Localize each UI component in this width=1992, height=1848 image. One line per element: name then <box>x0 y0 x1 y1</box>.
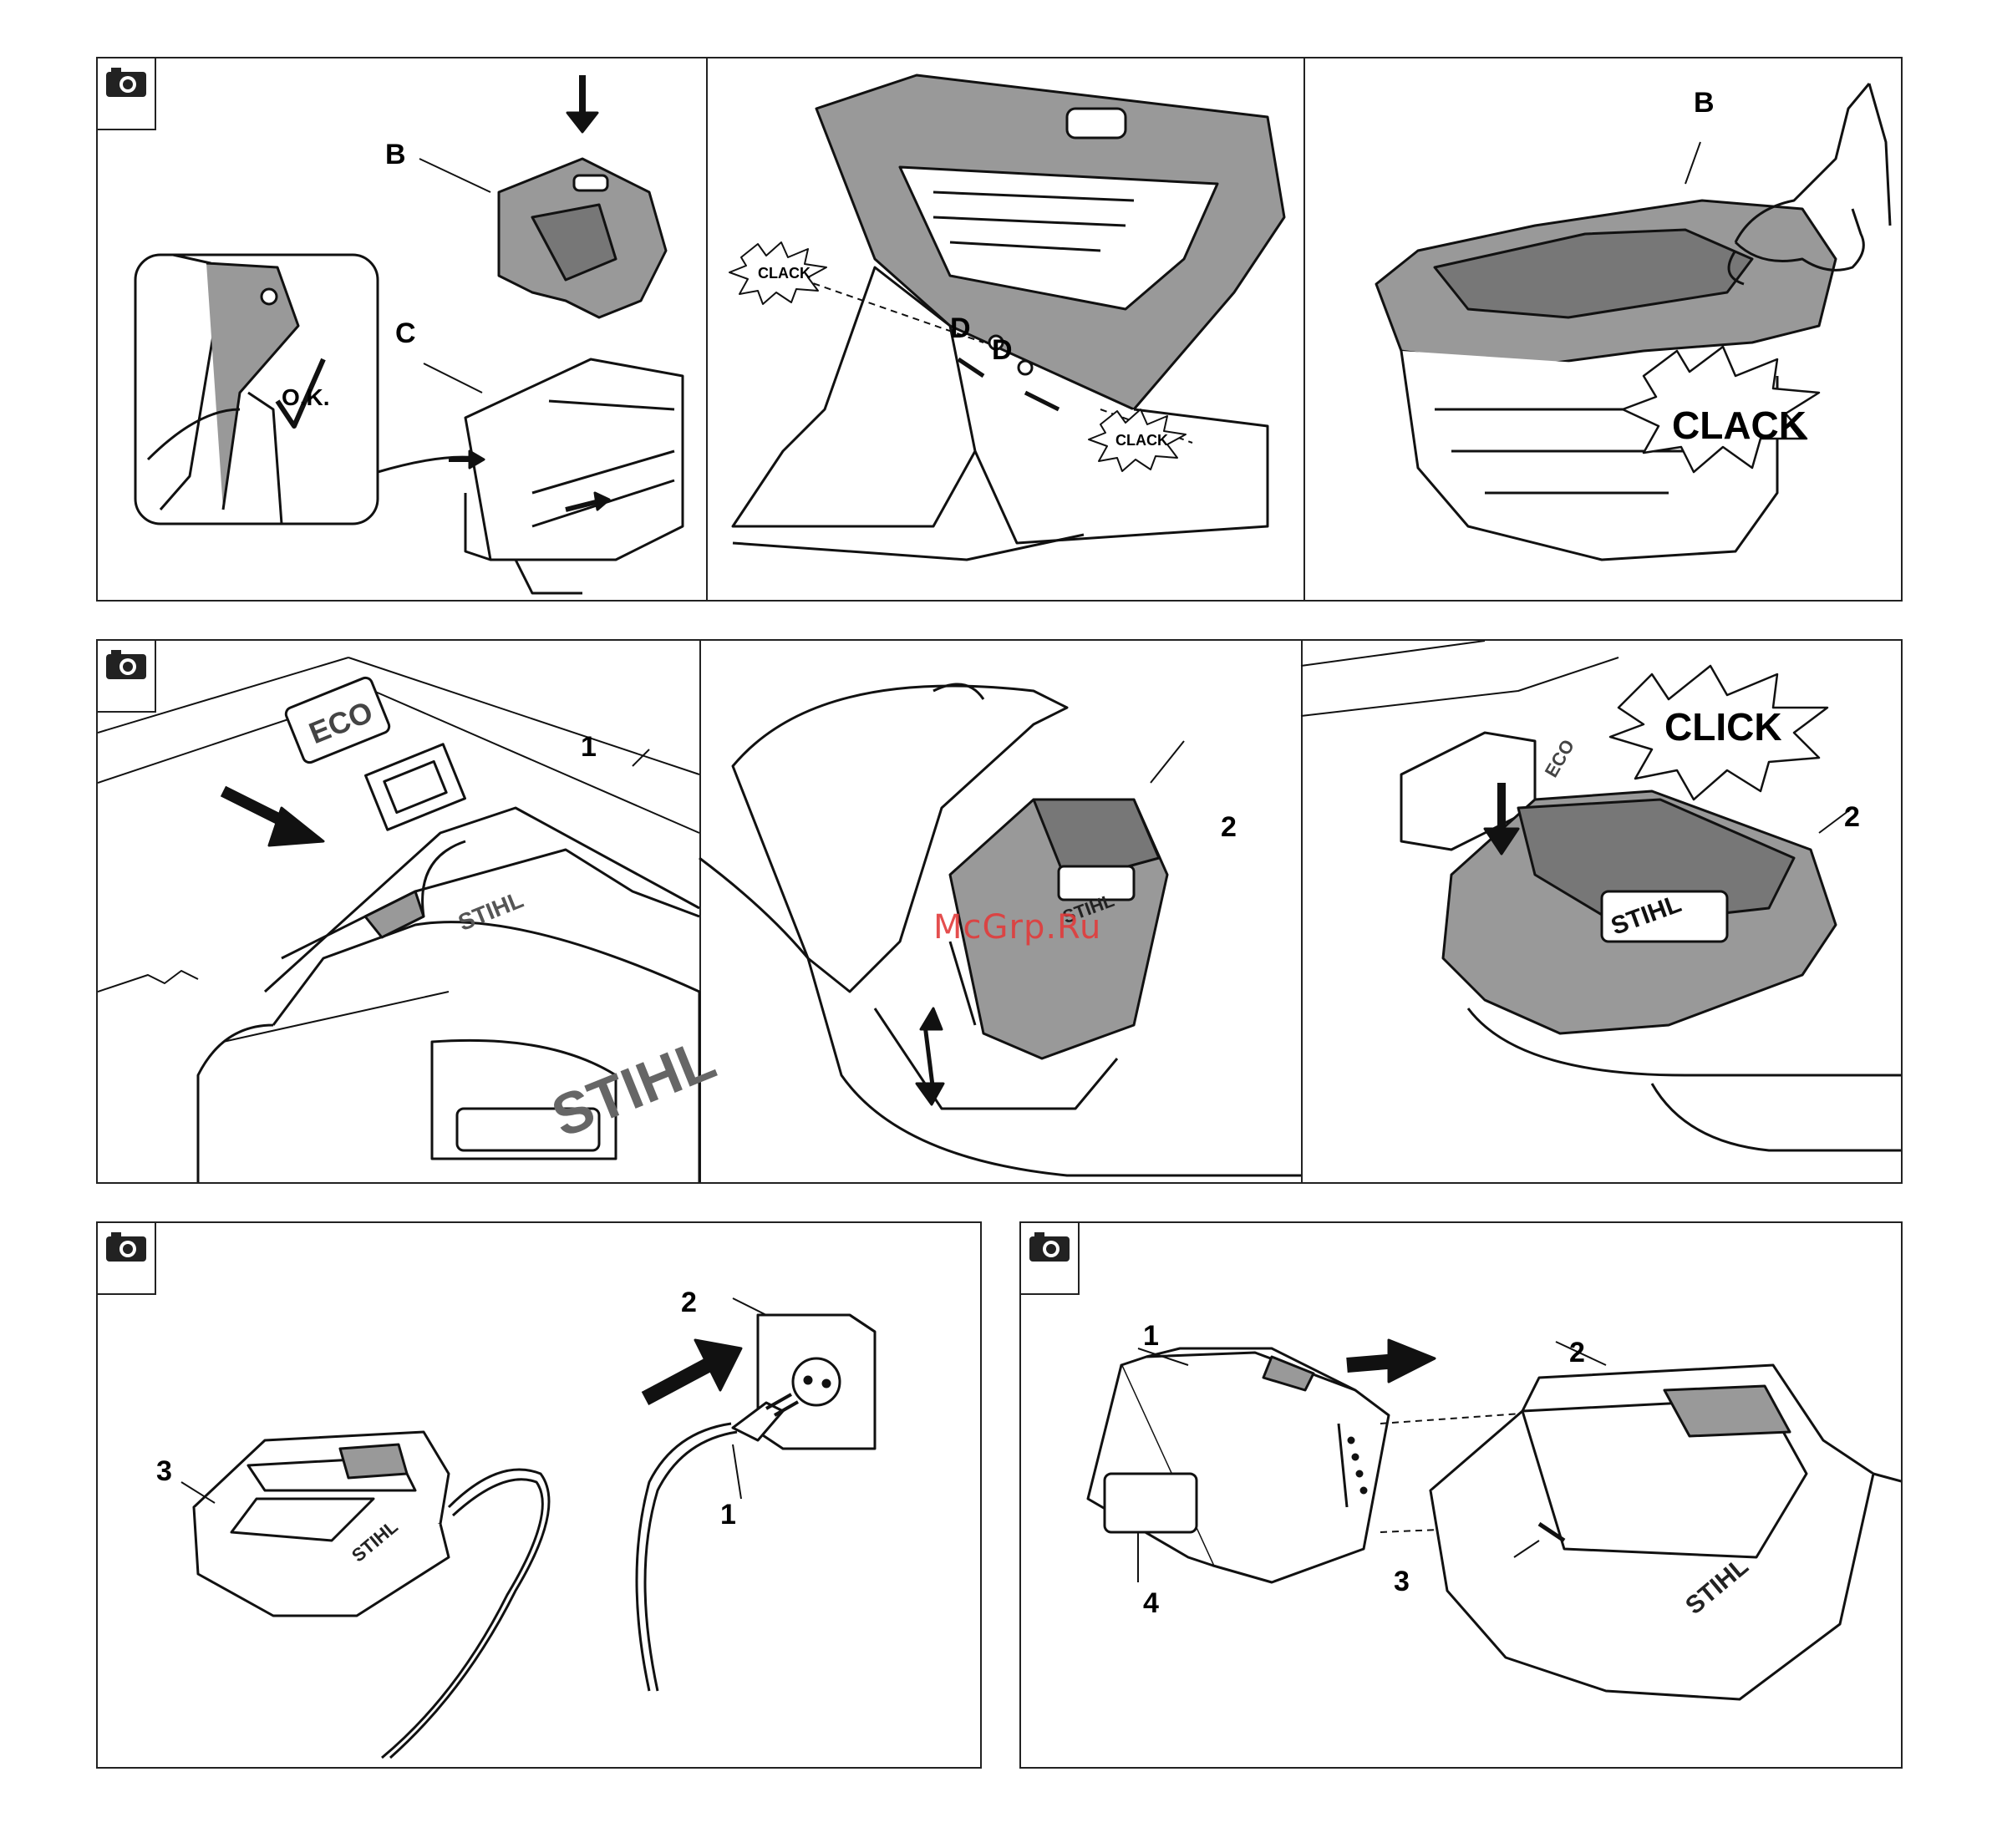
watermark: McGrp.Ru <box>933 908 1101 947</box>
label-1: 1 <box>1143 1322 1159 1350</box>
label-1: 1 <box>720 1500 736 1529</box>
figure-3-charger-connect: 2 1 3 STIHL <box>96 1221 982 1769</box>
figure-4-battery-charge: 1 2 3 4 STIHL <box>1019 1221 1903 1769</box>
clack-label-large: CLACK <box>1672 406 1807 444</box>
arrow-right-icon <box>1389 1340 1435 1382</box>
label-b: B <box>385 140 406 169</box>
double-arrow-icon <box>921 1008 942 1029</box>
label-3: 3 <box>156 1457 172 1485</box>
label-b: B <box>1694 89 1715 117</box>
figure-2-battery-insert: ECO 1 STIHL STIHL 2 STIHL McGrp.Ru CLICK… <box>96 639 1903 1184</box>
label-1: 1 <box>581 733 597 761</box>
figure-1-illustration <box>98 58 1903 602</box>
label-c: C <box>395 319 416 348</box>
click-label: CLICK <box>1664 708 1782 746</box>
ok-label: O.K. <box>282 386 330 409</box>
label-4: 4 <box>1143 1589 1159 1617</box>
label-2: 2 <box>1221 813 1237 841</box>
label-d1: D <box>950 314 971 343</box>
clack-label-left: CLACK <box>758 266 811 281</box>
label-d2: D <box>992 336 1013 364</box>
key-icon <box>98 971 198 992</box>
figure-3-illustration <box>98 1223 982 1769</box>
clack-label-right: CLACK <box>1115 433 1168 448</box>
arrow-down-icon <box>567 113 597 132</box>
label-2: 2 <box>1844 803 1860 831</box>
label-2: 2 <box>681 1288 697 1317</box>
label-3: 3 <box>1394 1567 1410 1596</box>
figure-1-battery-cover-install: B C O.K. CLACK CLACK D D B CLACK <box>96 57 1903 602</box>
figure-4-illustration <box>1021 1223 1903 1769</box>
label-2: 2 <box>1569 1338 1585 1367</box>
